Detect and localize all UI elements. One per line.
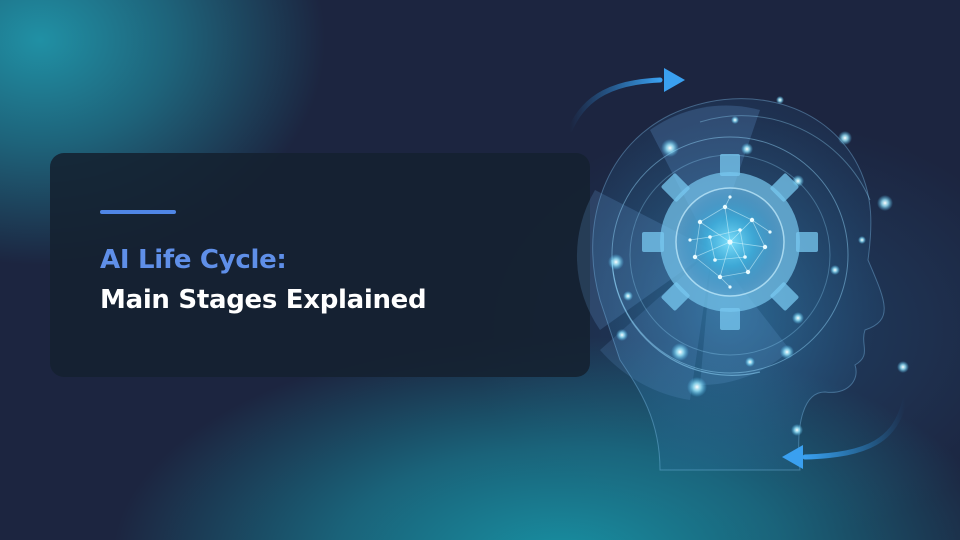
title-card <box>50 153 590 377</box>
accent-line <box>100 210 176 214</box>
arrow-right-icon <box>567 68 685 133</box>
ai-head-gear-icon <box>567 68 909 471</box>
arrow-left-icon <box>782 397 908 469</box>
title-highlight: AI Life Cycle: <box>100 245 287 275</box>
glow-dots <box>608 96 909 436</box>
gear-icon <box>642 154 818 330</box>
title-main: Main Stages Explained <box>100 285 427 315</box>
